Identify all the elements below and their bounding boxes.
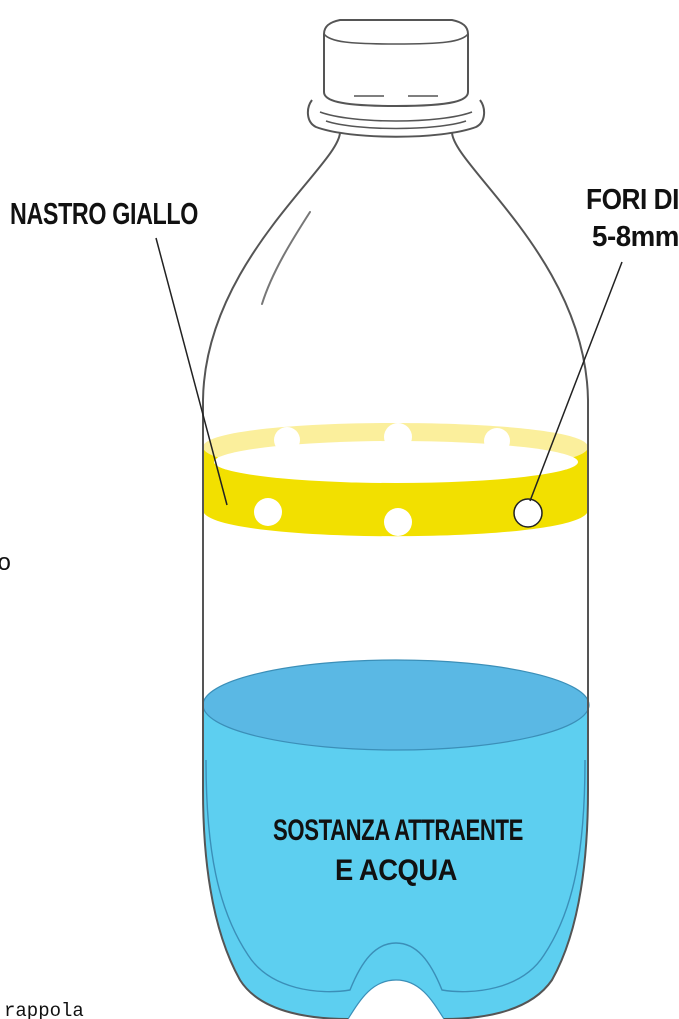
tape-hole [254, 498, 282, 526]
bottle-outline [202, 131, 589, 1019]
tape-leader-line [155, 237, 228, 506]
bottle-inner-bottom-line [205, 759, 586, 993]
water-surface [202, 659, 590, 751]
liquid-label-line2: E ACQUA [335, 854, 457, 887]
tape-hole [484, 428, 510, 454]
tape-hole [384, 508, 412, 536]
bottle-collar [306, 99, 486, 138]
liquid-label-line1: SOSTANZA ATTRAENTE [273, 814, 523, 847]
holes-label-line1: FORI DI [586, 184, 679, 216]
tape-hole [274, 427, 300, 453]
bottle-cap-ridges [323, 33, 469, 97]
holes-label-line2: 5-8mm [592, 221, 679, 253]
bottom-edge-text-fragment: rappola [4, 1000, 84, 1019]
yellow-tape-inner-gap [214, 441, 578, 483]
tape-label: NASTRO GIALLO [10, 196, 198, 231]
bottle-highlight [261, 211, 311, 305]
bottle-collar-lines [319, 111, 473, 130]
left-edge-text-fragment: o [0, 551, 11, 578]
tape-hole-highlighted [513, 498, 543, 528]
tape-hole [384, 423, 412, 451]
holes-leader-line [529, 261, 623, 502]
bottle-cap [323, 19, 469, 108]
